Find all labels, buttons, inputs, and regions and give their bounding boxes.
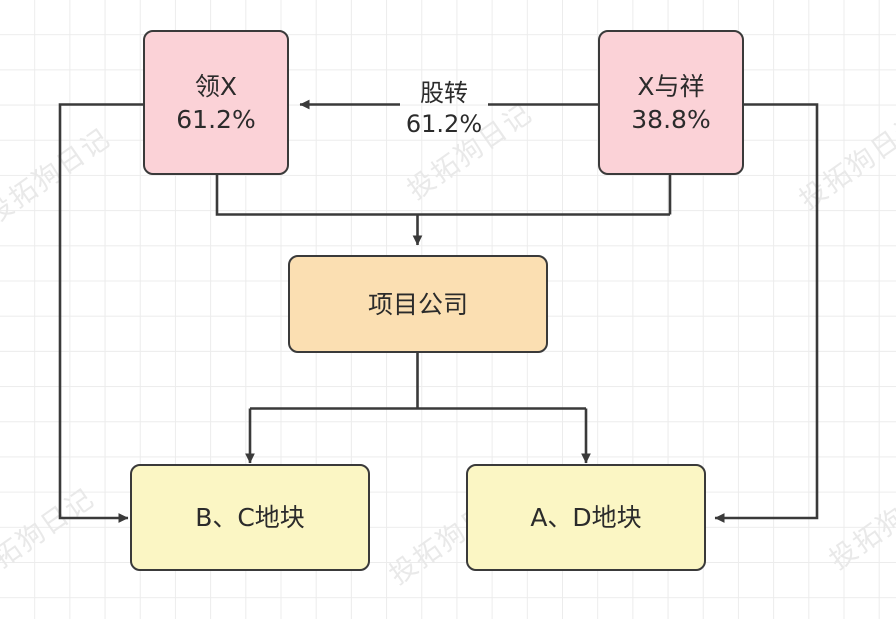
watermark-text: 投拓狗日记 bbox=[824, 467, 896, 577]
node-plot-ad[interactable]: A、D地块 bbox=[466, 464, 706, 571]
node-plot-ad-name: A、D地块 bbox=[530, 503, 642, 532]
node-project-company[interactable]: 项目公司 bbox=[288, 255, 548, 353]
connector-lingx-to-bus bbox=[215, 175, 670, 216]
edge-label-share-transfer: 股转 61.2% bbox=[373, 78, 515, 140]
watermark-text: 投拓狗日记 bbox=[0, 482, 101, 592]
node-project-company-name: 项目公司 bbox=[367, 289, 468, 319]
node-ling-x-value: 61.2% bbox=[176, 104, 256, 134]
watermark-text: 投拓狗日记 bbox=[0, 122, 117, 232]
node-x-yu-xiang-value: 38.8% bbox=[631, 104, 711, 134]
node-ling-x-name: 领X bbox=[194, 71, 238, 101]
edge-label-value: 61.2% bbox=[405, 110, 483, 139]
edge-label-title: 股转 bbox=[420, 79, 468, 107]
node-x-yu-xiang-name: X与祥 bbox=[637, 71, 705, 101]
node-plot-bc[interactable]: B、C地块 bbox=[130, 464, 370, 571]
node-x-yu-xiang[interactable]: X与祥 38.8% bbox=[598, 30, 744, 175]
watermark-text: 投拓狗日记 bbox=[794, 107, 896, 217]
node-ling-x[interactable]: 领X 61.2% bbox=[143, 30, 289, 175]
node-plot-bc-name: B、C地块 bbox=[195, 503, 305, 532]
connector-lingx-to-bc bbox=[58, 103, 143, 523]
